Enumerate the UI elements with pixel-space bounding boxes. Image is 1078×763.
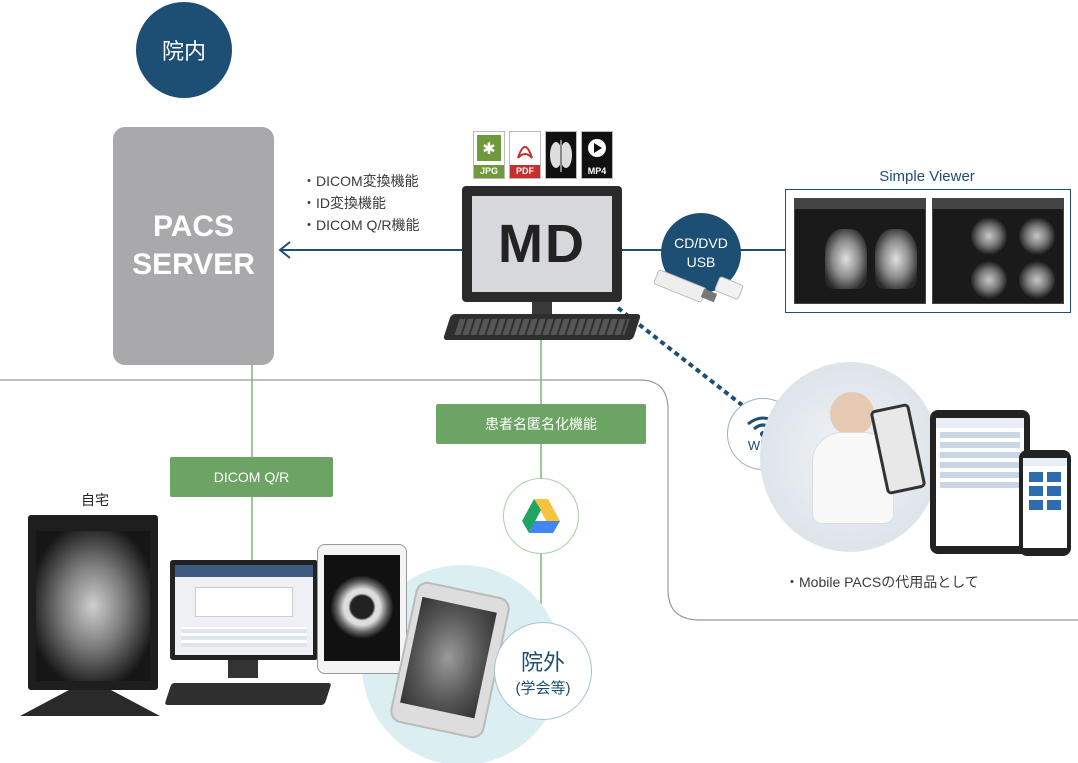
viewer-toolbar [795, 199, 925, 209]
pacs-server-box: PACS SERVER [113, 127, 274, 365]
md-monitor: MD [462, 186, 622, 302]
home-pc-monitor [170, 560, 318, 660]
viewer-screenshot-mri [932, 198, 1064, 304]
mp4-file-icon: MP4 [581, 131, 613, 179]
feature-item: DICOM Q/R機能 [302, 214, 419, 236]
svg-text:✱: ✱ [482, 141, 495, 158]
phone-device [1019, 450, 1071, 556]
xray-file-icon [545, 131, 577, 179]
outside-label: 院外 [520, 649, 565, 675]
simple-viewer-title: Simple Viewer [879, 168, 975, 185]
pc-keyboard [164, 683, 332, 705]
ct-scan-image [330, 575, 394, 639]
chest-xray-right [875, 229, 917, 289]
mobile-pacs-label: Mobile PACSの代用品として [785, 572, 979, 592]
viewer-screenshot-xray [794, 198, 926, 304]
arrow-head [278, 241, 291, 259]
cd-label: CD/DVD [674, 235, 728, 251]
jpg-label: JPG [474, 165, 504, 178]
chest-xray-left [825, 229, 867, 289]
md-label: MD [472, 196, 612, 292]
tablet-screen [936, 418, 1024, 546]
outside-hospital-badge: 院外 (学会等) [494, 622, 592, 720]
pdf-label: PDF [510, 165, 540, 178]
ipad-device [317, 544, 407, 674]
feature-item: ID変換機能 [302, 192, 419, 214]
dicom-qr-label: DICOM Q/R [170, 457, 333, 497]
mp4-glyph [588, 139, 606, 157]
doctor-photo [760, 362, 940, 552]
jpg-file-icon: ✱ JPG [473, 131, 505, 179]
google-drive-icon [522, 499, 560, 533]
usb-label: USB [686, 254, 716, 270]
angiogram-image [400, 596, 497, 719]
pdf-file-icon: PDF [509, 131, 541, 179]
home-medical-monitor [28, 515, 158, 690]
pacs-label-line2: SERVER [132, 248, 255, 281]
jpg-glyph: ✱ [477, 135, 501, 161]
feature-list: DICOM変換機能 ID変換機能 DICOM Q/R機能 [302, 170, 419, 236]
google-drive-badge [503, 478, 579, 554]
xray-glyph [550, 140, 572, 172]
zone-divider-line [0, 379, 1078, 621]
pacs-label-line1: PACS [152, 210, 235, 243]
keyboard [442, 314, 642, 340]
pc-stand [228, 660, 258, 678]
doctor-head [830, 392, 874, 436]
anonymize-label: 患者名匿名化機能 [436, 404, 646, 444]
mri-slice [971, 261, 1007, 299]
pdf-glyph [517, 146, 533, 159]
viewer-toolbar [933, 199, 1063, 209]
tablet-device [930, 410, 1030, 554]
mri-slice [971, 217, 1007, 255]
ipad-screen [324, 555, 400, 661]
simple-viewer-panel [785, 189, 1071, 313]
phone-screen [1023, 458, 1067, 548]
inside-hospital-badge: 院内 [136, 2, 232, 98]
feature-item: DICOM変換機能 [302, 170, 419, 192]
mri-slice [1019, 217, 1055, 255]
pc-screen [175, 565, 313, 655]
mp4-label: MP4 [582, 165, 612, 178]
home-label: 自宅 [81, 492, 109, 508]
monitor-stand [532, 302, 552, 316]
chest-xray-image [36, 531, 150, 681]
mri-slice [1019, 261, 1055, 299]
outside-sublabel: (学会等) [515, 679, 571, 697]
